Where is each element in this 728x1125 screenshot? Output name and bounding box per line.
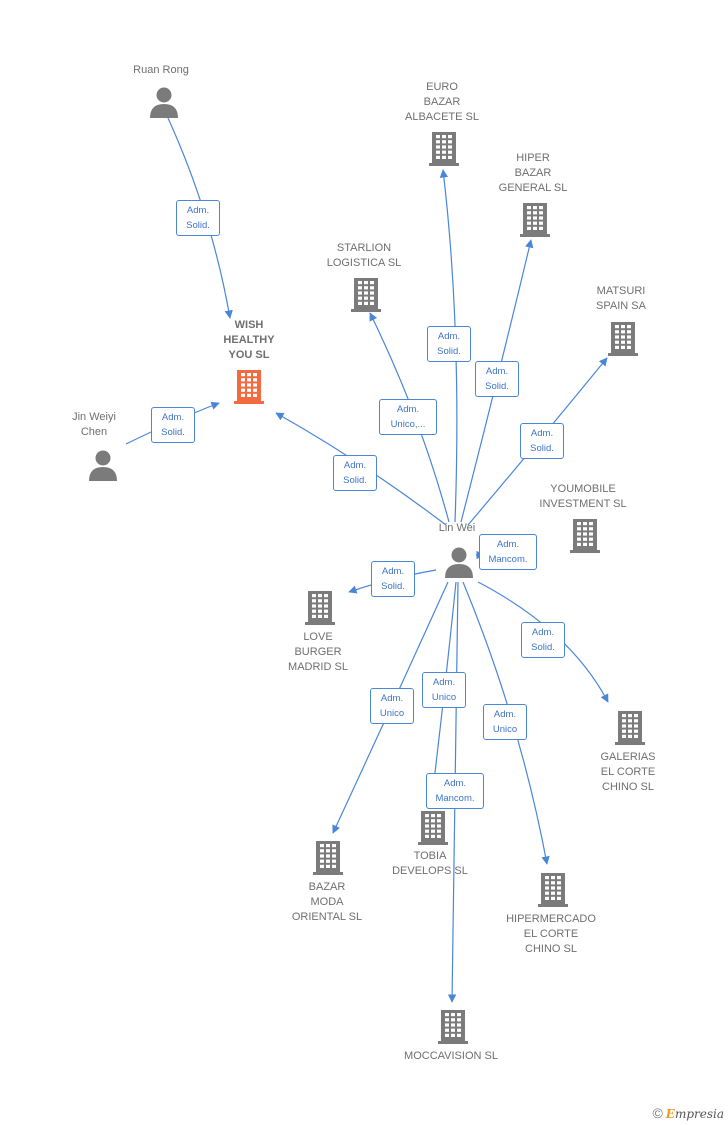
building-icon[interactable] <box>437 1008 469 1049</box>
node-bazarmoda: BAZAR MODA ORIENTAL SL <box>262 880 392 925</box>
node-galerias: GALERIAS EL CORTE CHINO SL <box>563 750 693 795</box>
relation-badge-tobia[interactable]: Adm. Unico <box>422 672 466 708</box>
node-label-hiper[interactable]: HIPER BAZAR GENERAL SL <box>498 151 568 194</box>
relation-badge-love[interactable]: Adm. Solid. <box>371 561 415 597</box>
node-moccavision: MOCCAVISION SL <box>386 1049 516 1064</box>
node-tobia: TOBIA DEVELOPS SL <box>365 849 495 879</box>
node-label-matsuri[interactable]: MATSURI SPAIN SA <box>596 285 646 312</box>
node-hiper: HIPER BAZAR GENERAL SL <box>468 151 598 196</box>
building-icon[interactable] <box>614 709 646 750</box>
node-label-youmobile[interactable]: YOUMOBILE INVESTMENT SL <box>539 483 627 510</box>
brand-initial: E <box>665 1107 675 1121</box>
building-icon[interactable] <box>350 276 382 317</box>
relation-badge-wish[interactable]: Adm. Solid. <box>151 407 195 443</box>
relation-badge-hiper[interactable]: Adm. Solid. <box>475 361 519 397</box>
building-icon[interactable] <box>569 517 601 558</box>
person-icon[interactable] <box>444 546 474 583</box>
brand-name: mpresia <box>674 1107 724 1121</box>
node-label-galerias[interactable]: GALERIAS EL CORTE CHINO SL <box>600 750 656 793</box>
node-wish: WISH HEALTHY YOU SL <box>184 318 314 363</box>
person-icon[interactable] <box>149 86 179 123</box>
node-label-jin[interactable]: Jin Weiyi Chen <box>72 411 116 438</box>
building-icon[interactable] <box>519 201 551 242</box>
building-icon[interactable] <box>312 839 344 880</box>
node-label-bazarmoda[interactable]: BAZAR MODA ORIENTAL SL <box>291 880 363 923</box>
node-lin: Lin Wei <box>392 521 522 536</box>
node-label-love[interactable]: LOVE BURGER MADRID SL <box>288 630 348 673</box>
node-youmobile: YOUMOBILE INVESTMENT SL <box>518 482 648 512</box>
relation-badge-wish[interactable]: Adm. Solid. <box>176 200 220 236</box>
node-label-starlion[interactable]: STARLION LOGISTICA SL <box>326 242 402 269</box>
empresia-watermark: ©Empresia <box>652 1105 724 1121</box>
relation-badge-euro[interactable]: Adm. Solid. <box>427 326 471 362</box>
relation-badge-youmobile[interactable]: Adm. Mancom. <box>479 534 537 570</box>
node-starlion: STARLION LOGISTICA SL <box>299 241 429 271</box>
building-icon[interactable] <box>304 589 336 630</box>
building-icon[interactable] <box>233 368 265 409</box>
node-ruan: Ruan Rong <box>96 63 226 78</box>
relation-badge-bazarmoda[interactable]: Adm. Unico <box>370 688 414 724</box>
node-label-lin[interactable]: Lin Wei <box>438 521 476 534</box>
node-love: LOVE BURGER MADRID SL <box>253 630 383 675</box>
node-label-ruan[interactable]: Ruan Rong <box>133 63 189 76</box>
node-label-euro[interactable]: EURO BAZAR ALBACETE SL <box>405 80 479 123</box>
node-euro: EURO BAZAR ALBACETE SL <box>377 80 507 125</box>
node-label-moccavision[interactable]: MOCCAVISION SL <box>404 1049 498 1062</box>
relation-badge-hipermercado[interactable]: Adm. Unico <box>483 704 527 740</box>
node-hipermercado: HIPERMERCADO EL CORTE CHINO SL <box>486 912 616 957</box>
relation-badge-matsuri[interactable]: Adm. Solid. <box>520 423 564 459</box>
building-icon[interactable] <box>428 130 460 171</box>
node-label-hipermercado[interactable]: HIPERMERCADO EL CORTE CHINO SL <box>506 912 596 955</box>
relation-badge-galerias[interactable]: Adm. Solid. <box>521 622 565 658</box>
building-icon[interactable] <box>607 320 639 361</box>
node-label-wish[interactable]: WISH HEALTHY YOU SL <box>223 318 275 361</box>
node-jin: Jin Weiyi Chen <box>29 410 159 440</box>
building-icon[interactable] <box>537 871 569 912</box>
relation-badge-moccavision[interactable]: Adm. Mancom. <box>426 773 484 809</box>
relation-badge-starlion[interactable]: Adm. Unico,... <box>379 399 437 435</box>
relation-badge-wish[interactable]: Adm. Solid. <box>333 455 377 491</box>
node-matsuri: MATSURI SPAIN SA <box>556 284 686 314</box>
copyright-icon: © <box>652 1105 663 1121</box>
building-icon[interactable] <box>417 809 449 850</box>
person-icon[interactable] <box>88 449 118 486</box>
node-label-tobia[interactable]: TOBIA DEVELOPS SL <box>392 850 468 877</box>
